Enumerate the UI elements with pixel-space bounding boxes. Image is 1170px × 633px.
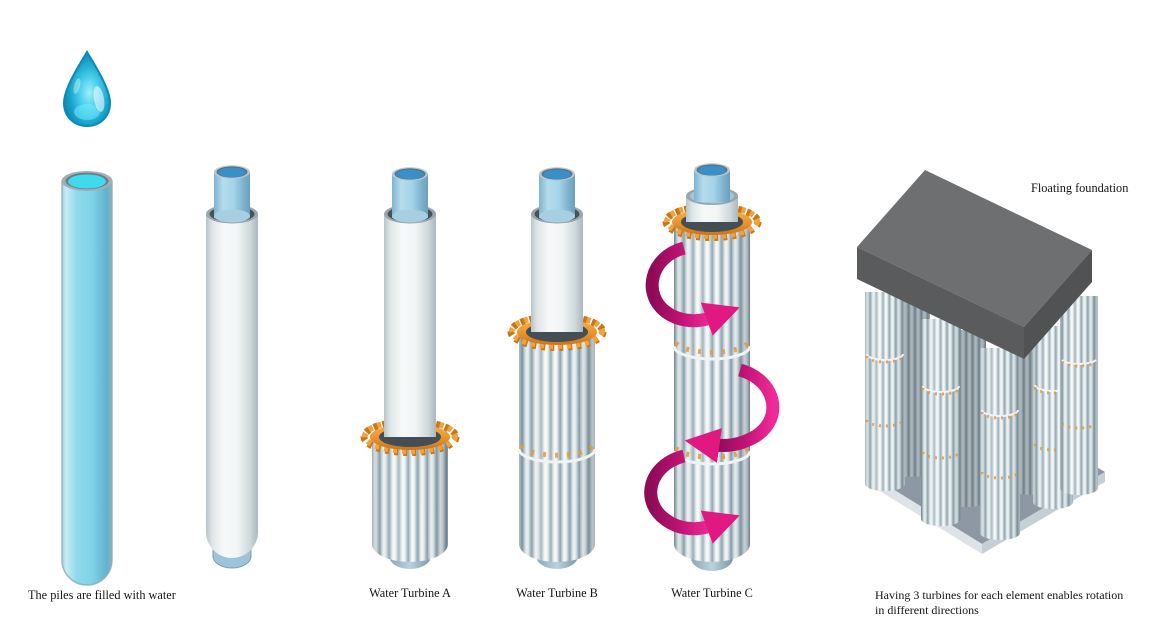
turbine-c-label: Water Turbine C [671, 586, 753, 600]
foundation-pile [865, 292, 905, 491]
rotation-arrow-bottom [644, 449, 740, 544]
water-surface [68, 174, 106, 189]
foundation-caption-line1: Having 3 turbines for each element enabl… [875, 588, 1124, 602]
foundation-slab [857, 170, 1092, 359]
foundation-pile [921, 319, 961, 526]
turbine-b-label: Water Turbine B [516, 586, 598, 600]
section-joint [673, 341, 751, 355]
rotation-arrow-top [645, 241, 740, 336]
pile-water-filled [61, 171, 113, 586]
foundation-caption-line2: in different directions [875, 602, 979, 617]
inner-water-surface [218, 167, 246, 178]
turbine-a-graphic [360, 167, 460, 569]
pile-caption: The piles are filled with water [28, 588, 176, 602]
floating-foundation-label: Floating foundation [1031, 181, 1129, 195]
turbine-c-graphic [644, 163, 780, 571]
pile-with-inner-tube [206, 165, 258, 569]
floating-foundation-graphic [857, 170, 1105, 554]
turbine-b-graphic [507, 167, 607, 569]
foundation-pile [980, 348, 1020, 540]
turbine-a-label: Water Turbine A [369, 586, 451, 600]
foundation-pile [1060, 296, 1098, 495]
foundation-caption: Having 3 turbines for each element enabl… [875, 588, 1123, 617]
water-drop-icon [62, 50, 112, 128]
rotation-arrow-middle [684, 363, 780, 463]
section-joint [518, 444, 596, 458]
